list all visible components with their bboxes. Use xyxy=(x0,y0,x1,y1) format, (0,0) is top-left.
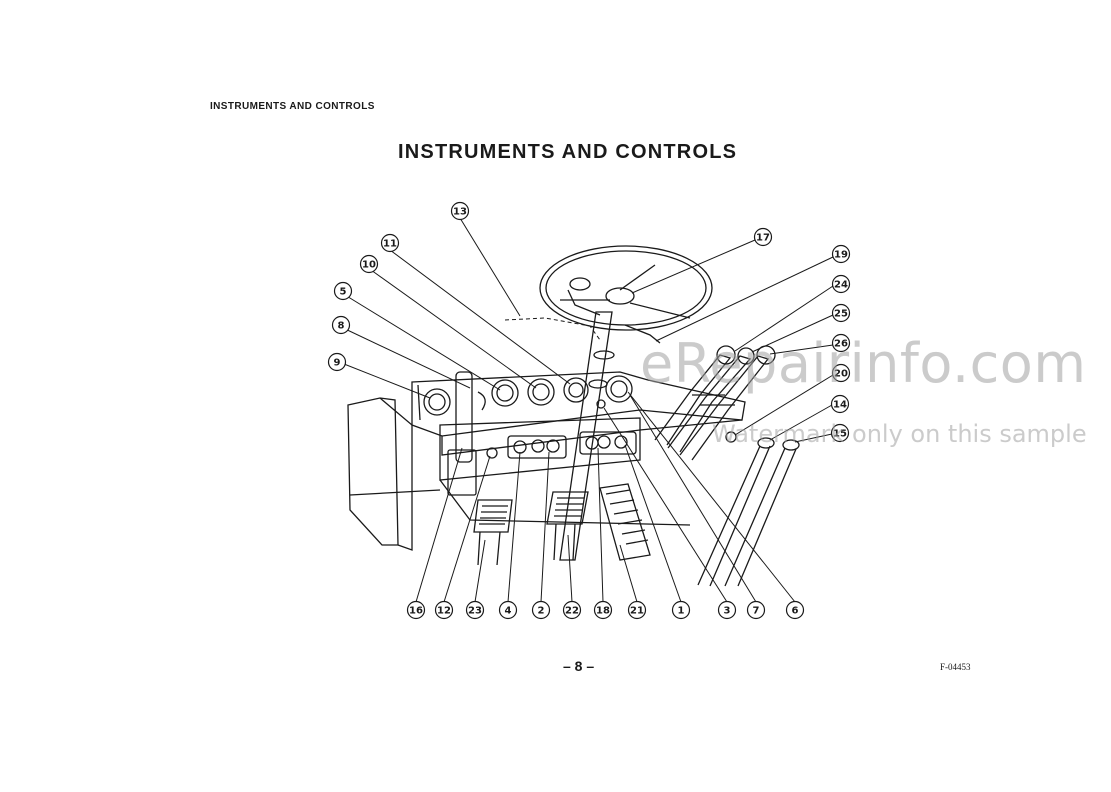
callout-label: 13 xyxy=(453,207,467,218)
callout-9: 9 xyxy=(327,352,347,372)
callout-label: 17 xyxy=(756,233,770,244)
callout-label: 21 xyxy=(630,606,644,617)
callout-label: 4 xyxy=(505,606,512,617)
callout-label: 22 xyxy=(565,606,579,617)
callout-label: 23 xyxy=(468,606,482,617)
callout-label: 1 xyxy=(678,606,685,617)
callout-22: 22 xyxy=(562,600,582,620)
callout-label: 8 xyxy=(338,321,345,332)
page-title: INSTRUMENTS AND CONTROLS xyxy=(398,141,738,163)
callout-label: 10 xyxy=(362,260,376,271)
callout-5: 5 xyxy=(333,281,353,301)
callout-25: 25 xyxy=(831,303,851,323)
callout-label: 26 xyxy=(834,339,848,350)
leader-lines xyxy=(338,217,834,603)
callout-label: 11 xyxy=(383,239,397,250)
callout-4: 4 xyxy=(498,600,518,620)
callout-3: 3 xyxy=(717,600,737,620)
machine-drawing xyxy=(347,245,800,587)
callout-label: 15 xyxy=(833,429,847,440)
callout-label: 25 xyxy=(834,309,848,320)
callout-17: 17 xyxy=(753,227,773,247)
callout-label: 5 xyxy=(340,287,347,298)
callout-markers: 13 17 11 19 10 24 5 25 8 26 9 20 14 15 1… xyxy=(327,201,851,620)
callout-16: 16 xyxy=(406,600,426,620)
callout-label: 16 xyxy=(409,606,423,617)
callout-6: 6 xyxy=(785,600,805,620)
callout-11: 11 xyxy=(380,233,400,253)
callout-10: 10 xyxy=(359,254,379,274)
watermark-main: eRepairinfo.com xyxy=(640,332,1087,395)
callout-label: 7 xyxy=(753,606,760,617)
callout-20: 20 xyxy=(831,363,851,383)
callout-label: 18 xyxy=(596,606,610,617)
callout-label: 6 xyxy=(792,606,799,617)
callout-label: 24 xyxy=(834,280,848,291)
callout-7: 7 xyxy=(746,600,766,620)
page-number: – 8 – xyxy=(563,658,595,674)
hidden-part-outline xyxy=(504,317,601,341)
callout-14: 14 xyxy=(830,394,850,414)
callout-2: 2 xyxy=(531,600,551,620)
callout-21: 21 xyxy=(627,600,647,620)
figure-code: F-04453 xyxy=(940,662,971,672)
watermark-sub: Watermark only on this sample xyxy=(712,420,1087,448)
callout-label: 9 xyxy=(334,358,341,369)
callout-24: 24 xyxy=(831,274,851,294)
callout-label: 14 xyxy=(833,400,847,411)
running-head: INSTRUMENTS AND CONTROLS xyxy=(210,101,375,112)
callout-label: 2 xyxy=(538,606,545,617)
callout-label: 19 xyxy=(834,250,848,261)
callout-13: 13 xyxy=(450,201,470,221)
callout-label: 20 xyxy=(834,369,848,380)
callout-8: 8 xyxy=(331,315,351,335)
callout-26: 26 xyxy=(831,333,851,353)
callout-19: 19 xyxy=(831,244,851,264)
callout-1: 1 xyxy=(671,600,691,620)
callout-12: 12 xyxy=(434,600,454,620)
callout-18: 18 xyxy=(593,600,613,620)
callout-23: 23 xyxy=(465,600,485,620)
callout-15: 15 xyxy=(830,423,850,443)
callout-label: 12 xyxy=(437,606,451,617)
callout-label: 3 xyxy=(724,606,731,617)
